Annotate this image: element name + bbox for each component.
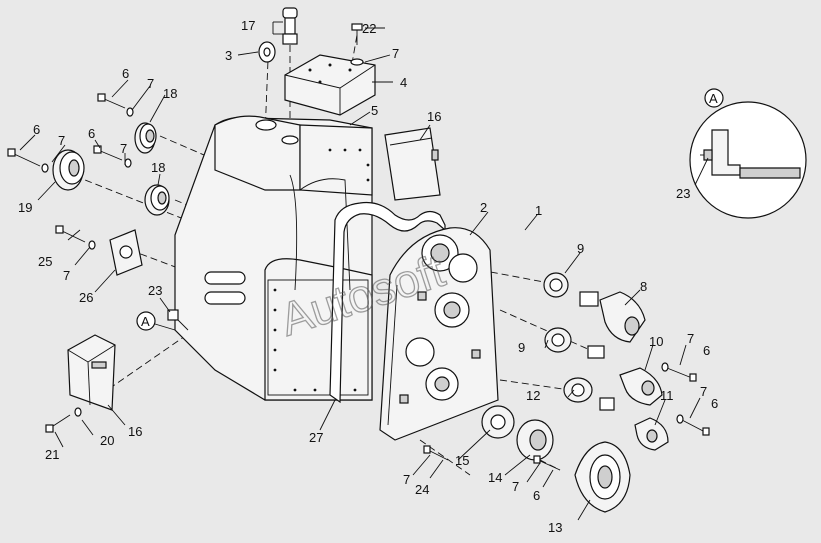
flange-9-upper: [543, 272, 569, 298]
label-26: 26: [79, 290, 93, 305]
housing-8: [599, 291, 646, 343]
plate-16-top: [384, 127, 441, 201]
plate-26: [109, 229, 143, 276]
housing-10: [619, 367, 663, 406]
label-9-lower: 9: [518, 340, 525, 355]
label-7-f: 7: [687, 331, 694, 346]
bracket-16-lower: [67, 334, 116, 411]
label-19: 19: [18, 200, 32, 215]
cover-18-lower: [144, 184, 170, 216]
breather-17: [282, 7, 298, 45]
screw-22: [350, 23, 364, 66]
label-16-bottom: 16: [128, 424, 142, 439]
label-7-c: 7: [120, 141, 127, 156]
label-7-e: 7: [392, 46, 399, 61]
label-27: 27: [309, 430, 323, 445]
label-4: 4: [400, 75, 407, 90]
plate-4: [284, 54, 376, 116]
detail-view-a: A: [689, 88, 807, 219]
label-16-top: 16: [427, 109, 441, 124]
label-6-left: 6: [33, 122, 40, 137]
label-7-h: 7: [403, 472, 410, 487]
label-23-detail: 23: [676, 186, 690, 201]
part-labels: 1 2 3 4 5 6 6 6 6 6 6 7 7 7 7 7 7 7 7 7 …: [18, 18, 718, 535]
label-9-upper: 9: [577, 241, 584, 256]
label-24: 24: [415, 482, 429, 497]
label-7-b: 7: [58, 133, 65, 148]
label-22: 22: [362, 21, 376, 36]
coupling-13: [574, 441, 631, 513]
cover-18-upper: [134, 122, 157, 154]
label-7-g: 7: [700, 384, 707, 399]
label-14: 14: [488, 470, 502, 485]
label-6-right-lower: 6: [711, 396, 718, 411]
leader-lines: [19, 21, 709, 521]
label-6-mid-left: 6: [88, 126, 95, 141]
label-20: 20: [100, 433, 114, 448]
screw-23: [167, 309, 189, 331]
spacers: [579, 291, 615, 411]
label-6-right-upper: 6: [703, 343, 710, 358]
label-18-lower: 18: [151, 160, 165, 175]
label-21: 21: [45, 447, 59, 462]
cover-19: [52, 149, 85, 191]
label-18-upper: 18: [163, 86, 177, 101]
label-6-bottom: 6: [533, 488, 540, 503]
label-13: 13: [548, 520, 562, 535]
housing-5: [174, 115, 373, 401]
washer-3: [258, 41, 276, 63]
flange-12: [563, 377, 593, 403]
flange-9-lower: [544, 327, 572, 353]
housing-11: [634, 417, 669, 451]
label-12: 12: [526, 388, 540, 403]
label-17: 17: [241, 18, 255, 33]
callout-letter-detail: A: [709, 91, 718, 106]
callout-ref-main: A: [136, 311, 176, 331]
label-2: 2: [480, 200, 487, 215]
label-15: 15: [455, 453, 469, 468]
bottom-bolts: [423, 445, 561, 471]
label-25: 25: [38, 254, 52, 269]
label-10: 10: [649, 334, 663, 349]
label-7-d: 7: [63, 268, 70, 283]
label-23-main: 23: [148, 283, 162, 298]
label-11: 11: [660, 388, 674, 403]
label-1: 1: [535, 203, 542, 218]
label-8: 8: [640, 279, 647, 294]
right-bolts: [661, 362, 710, 436]
flange-14: [516, 419, 554, 461]
label-7-i: 7: [512, 479, 519, 494]
label-6-upper-left: 6: [122, 66, 129, 81]
label-5: 5: [371, 103, 378, 118]
callout-letter-main: A: [141, 314, 150, 329]
label-3: 3: [225, 48, 232, 63]
label-7-a: 7: [147, 76, 154, 91]
cover-plate-2: [379, 227, 499, 441]
